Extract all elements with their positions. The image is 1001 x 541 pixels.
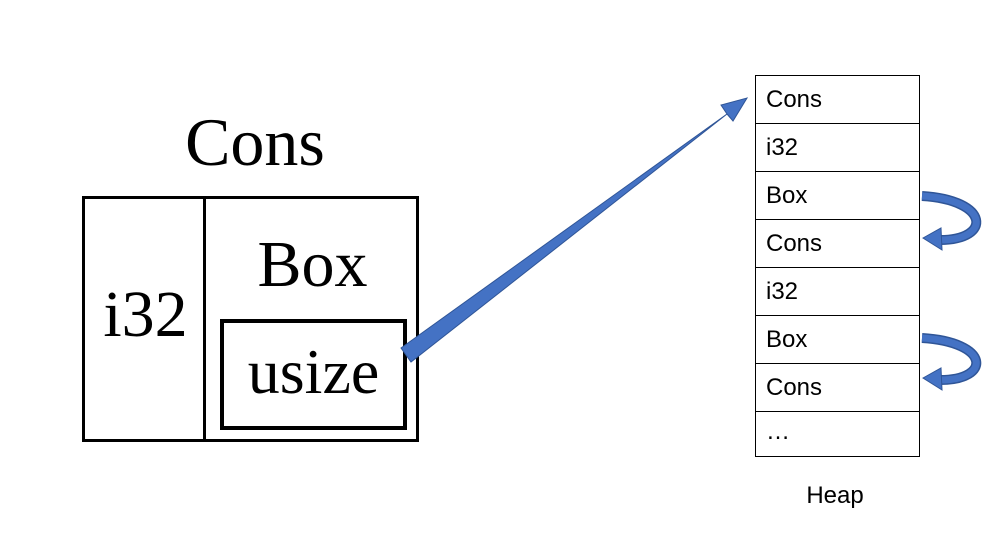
heap-cell: i32: [756, 268, 919, 316]
heap-cell: Box: [756, 316, 919, 364]
curved-arrow-1: [921, 191, 982, 251]
struct-title: Cons: [185, 104, 325, 180]
heap-cell: Cons: [756, 364, 919, 412]
heap-ellipsis-cell: …: [766, 418, 790, 445]
usize-pointer-box: [220, 319, 407, 430]
heap-cell: i32: [756, 124, 919, 172]
heap-label: Heap: [806, 482, 864, 509]
usize-pointer-label: usize: [247, 336, 380, 407]
i32-field-label: i32: [103, 278, 188, 351]
box-field-label: Box: [257, 228, 368, 301]
heap-cell: Cons: [756, 220, 919, 268]
heap-cell: Box: [756, 172, 919, 220]
heap-cell: Cons: [756, 76, 919, 124]
heap-table: Cons i32 Box Cons i32 Box Cons …: [755, 75, 920, 457]
pointer-arrow: [400, 97, 749, 363]
struct-divider: [203, 196, 206, 442]
curved-arrow-2: [921, 333, 982, 391]
